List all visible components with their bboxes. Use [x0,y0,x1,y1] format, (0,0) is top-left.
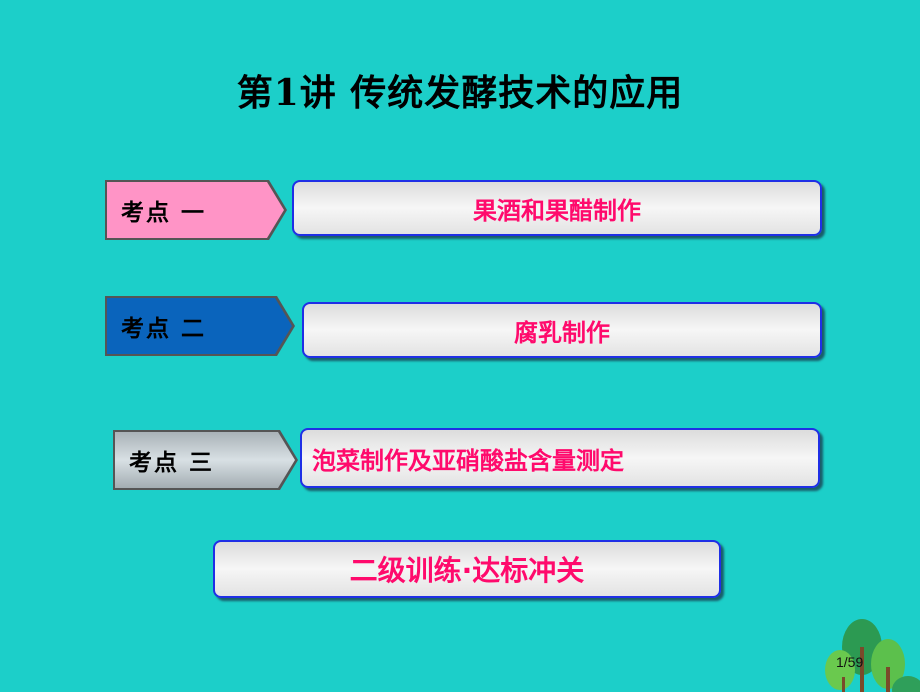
tag-topic-3[interactable]: 考点 三 [113,430,298,490]
practice-label: 二级训练·达标冲关 [349,554,585,587]
link-topic-1[interactable]: 果酒和果醋制作 [292,180,822,236]
topic-label: 果酒和果醋制作 [473,196,641,225]
tag-label: 考点 一 [107,182,284,238]
link-topic-3[interactable]: 泡菜制作及亚硝酸盐含量测定 [300,428,820,488]
page-number: 1/59 [836,654,864,670]
tag-label: 考点 三 [115,432,295,488]
topic-label: 泡菜制作及亚硝酸盐含量测定 [312,446,624,475]
link-topic-2[interactable]: 腐乳制作 [302,302,822,358]
link-practice[interactable]: 二级训练·达标冲关 [213,540,721,598]
tree-decoration-icon [825,619,920,692]
slide-title: 第1讲 传统发酵技术的应用 [236,72,684,114]
tag-label: 考点 二 [107,298,292,354]
tag-topic-2[interactable]: 考点 二 [105,296,295,356]
tag-topic-1[interactable]: 考点 一 [105,180,287,240]
topic-label: 腐乳制作 [514,318,610,347]
